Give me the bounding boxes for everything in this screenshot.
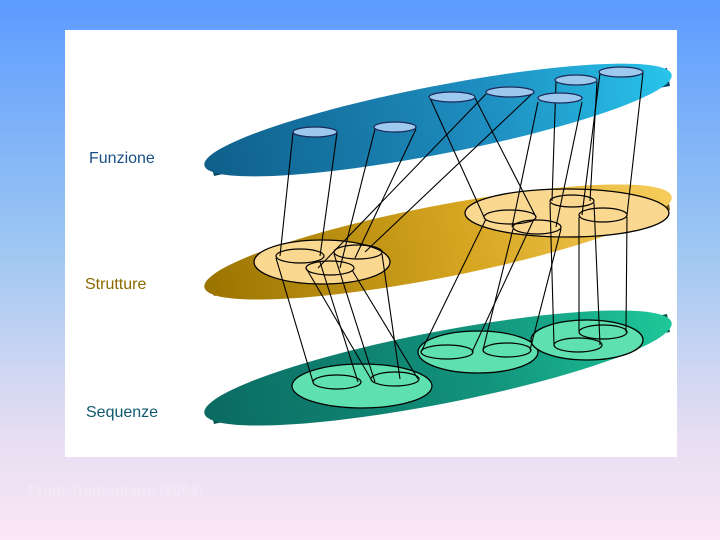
sequence-layer-label: Sequenze [86,404,158,422]
structure-layer-label: Strutture [85,276,146,294]
function-layer-label: Funzione [89,150,155,168]
function-layer [198,41,678,199]
structure-layer [198,161,679,323]
source-credit: From Tramontano (2004) [28,482,203,499]
